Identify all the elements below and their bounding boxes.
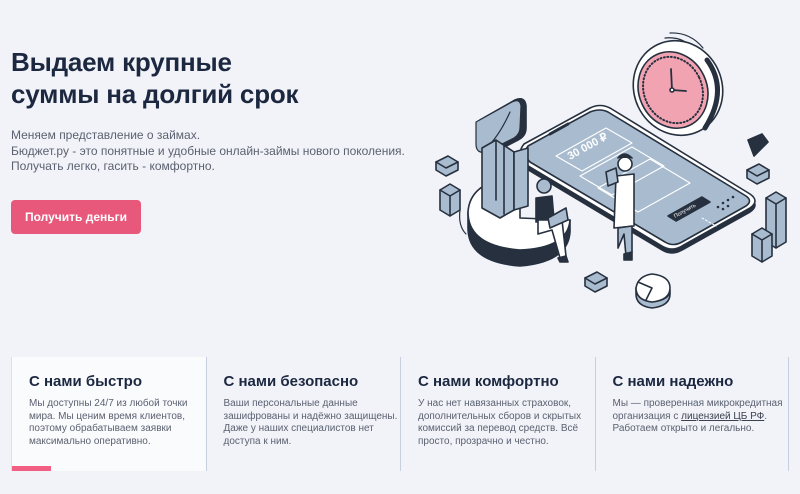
cube-icon	[435, 133, 770, 293]
small-pie-chart-icon	[635, 273, 671, 309]
hero-illustration: 30 000 ₽ Получить	[420, 30, 800, 330]
hero-description: Меняем представление о займах. Бюджет.ру…	[11, 128, 405, 175]
person-man-tablet	[605, 153, 635, 261]
features-list: С нами быстро Мы доступны 24/7 из любой …	[11, 357, 791, 471]
feature-text: У нас нет навязанных страховок, дополнит…	[418, 398, 582, 447]
feature-text: Мы доступны 24/7 из любой точки мира. Мы…	[29, 398, 188, 447]
clock-icon	[632, 32, 724, 137]
hero-desc-line-2: Бюджет.ру - это понятные и удобные онлай…	[11, 143, 405, 158]
feature-title: С нами комфортно	[418, 373, 559, 390]
hero-desc-line-1: Меняем представление о займах.	[11, 128, 201, 142]
feature-title: С нами безопасно	[223, 373, 359, 390]
feature-card-comfortable[interactable]: С нами комфортно У нас нет навязанных ст…	[400, 357, 595, 471]
feature-text-after: . Работаем открыто и легально.	[612, 410, 768, 435]
feature-text: Мы — проверенная микрокредитная организа…	[613, 398, 789, 436]
feature-card-safe[interactable]: С нами безопасно Ваши персональные данны…	[205, 357, 401, 471]
hero-title-line-1: Выдаем крупные	[11, 47, 232, 77]
feature-title: С нами быстро	[29, 373, 142, 390]
feature-text: Ваши персональные данные зашифрованы и н…	[223, 398, 398, 447]
feature-card-fast[interactable]: С нами быстро Мы доступны 24/7 из любой …	[11, 357, 206, 471]
cbr-license-link[interactable]: лицензией ЦБ РФ	[681, 410, 765, 422]
hero-desc-line-3: Получать легко, гасить - комфортно.	[11, 159, 215, 173]
hero-title-line-2: суммы на долгий срок	[11, 79, 299, 109]
active-indicator	[12, 466, 51, 471]
get-money-button[interactable]: Получить деньги	[11, 200, 141, 234]
feature-title: С нами надежно	[612, 373, 734, 390]
bar-chart-icon	[751, 191, 787, 263]
smartphone-icon: 30 000 ₽ Получить	[519, 104, 756, 254]
hero-title: Выдаем крупные суммы на долгий срок	[11, 46, 299, 110]
feature-text-before: Мы — проверенная микрокредитная организа…	[612, 398, 783, 422]
feature-card-reliable[interactable]: С нами надежно Мы — проверенная микрокре…	[594, 357, 789, 471]
person-woman-laptop	[535, 178, 569, 263]
